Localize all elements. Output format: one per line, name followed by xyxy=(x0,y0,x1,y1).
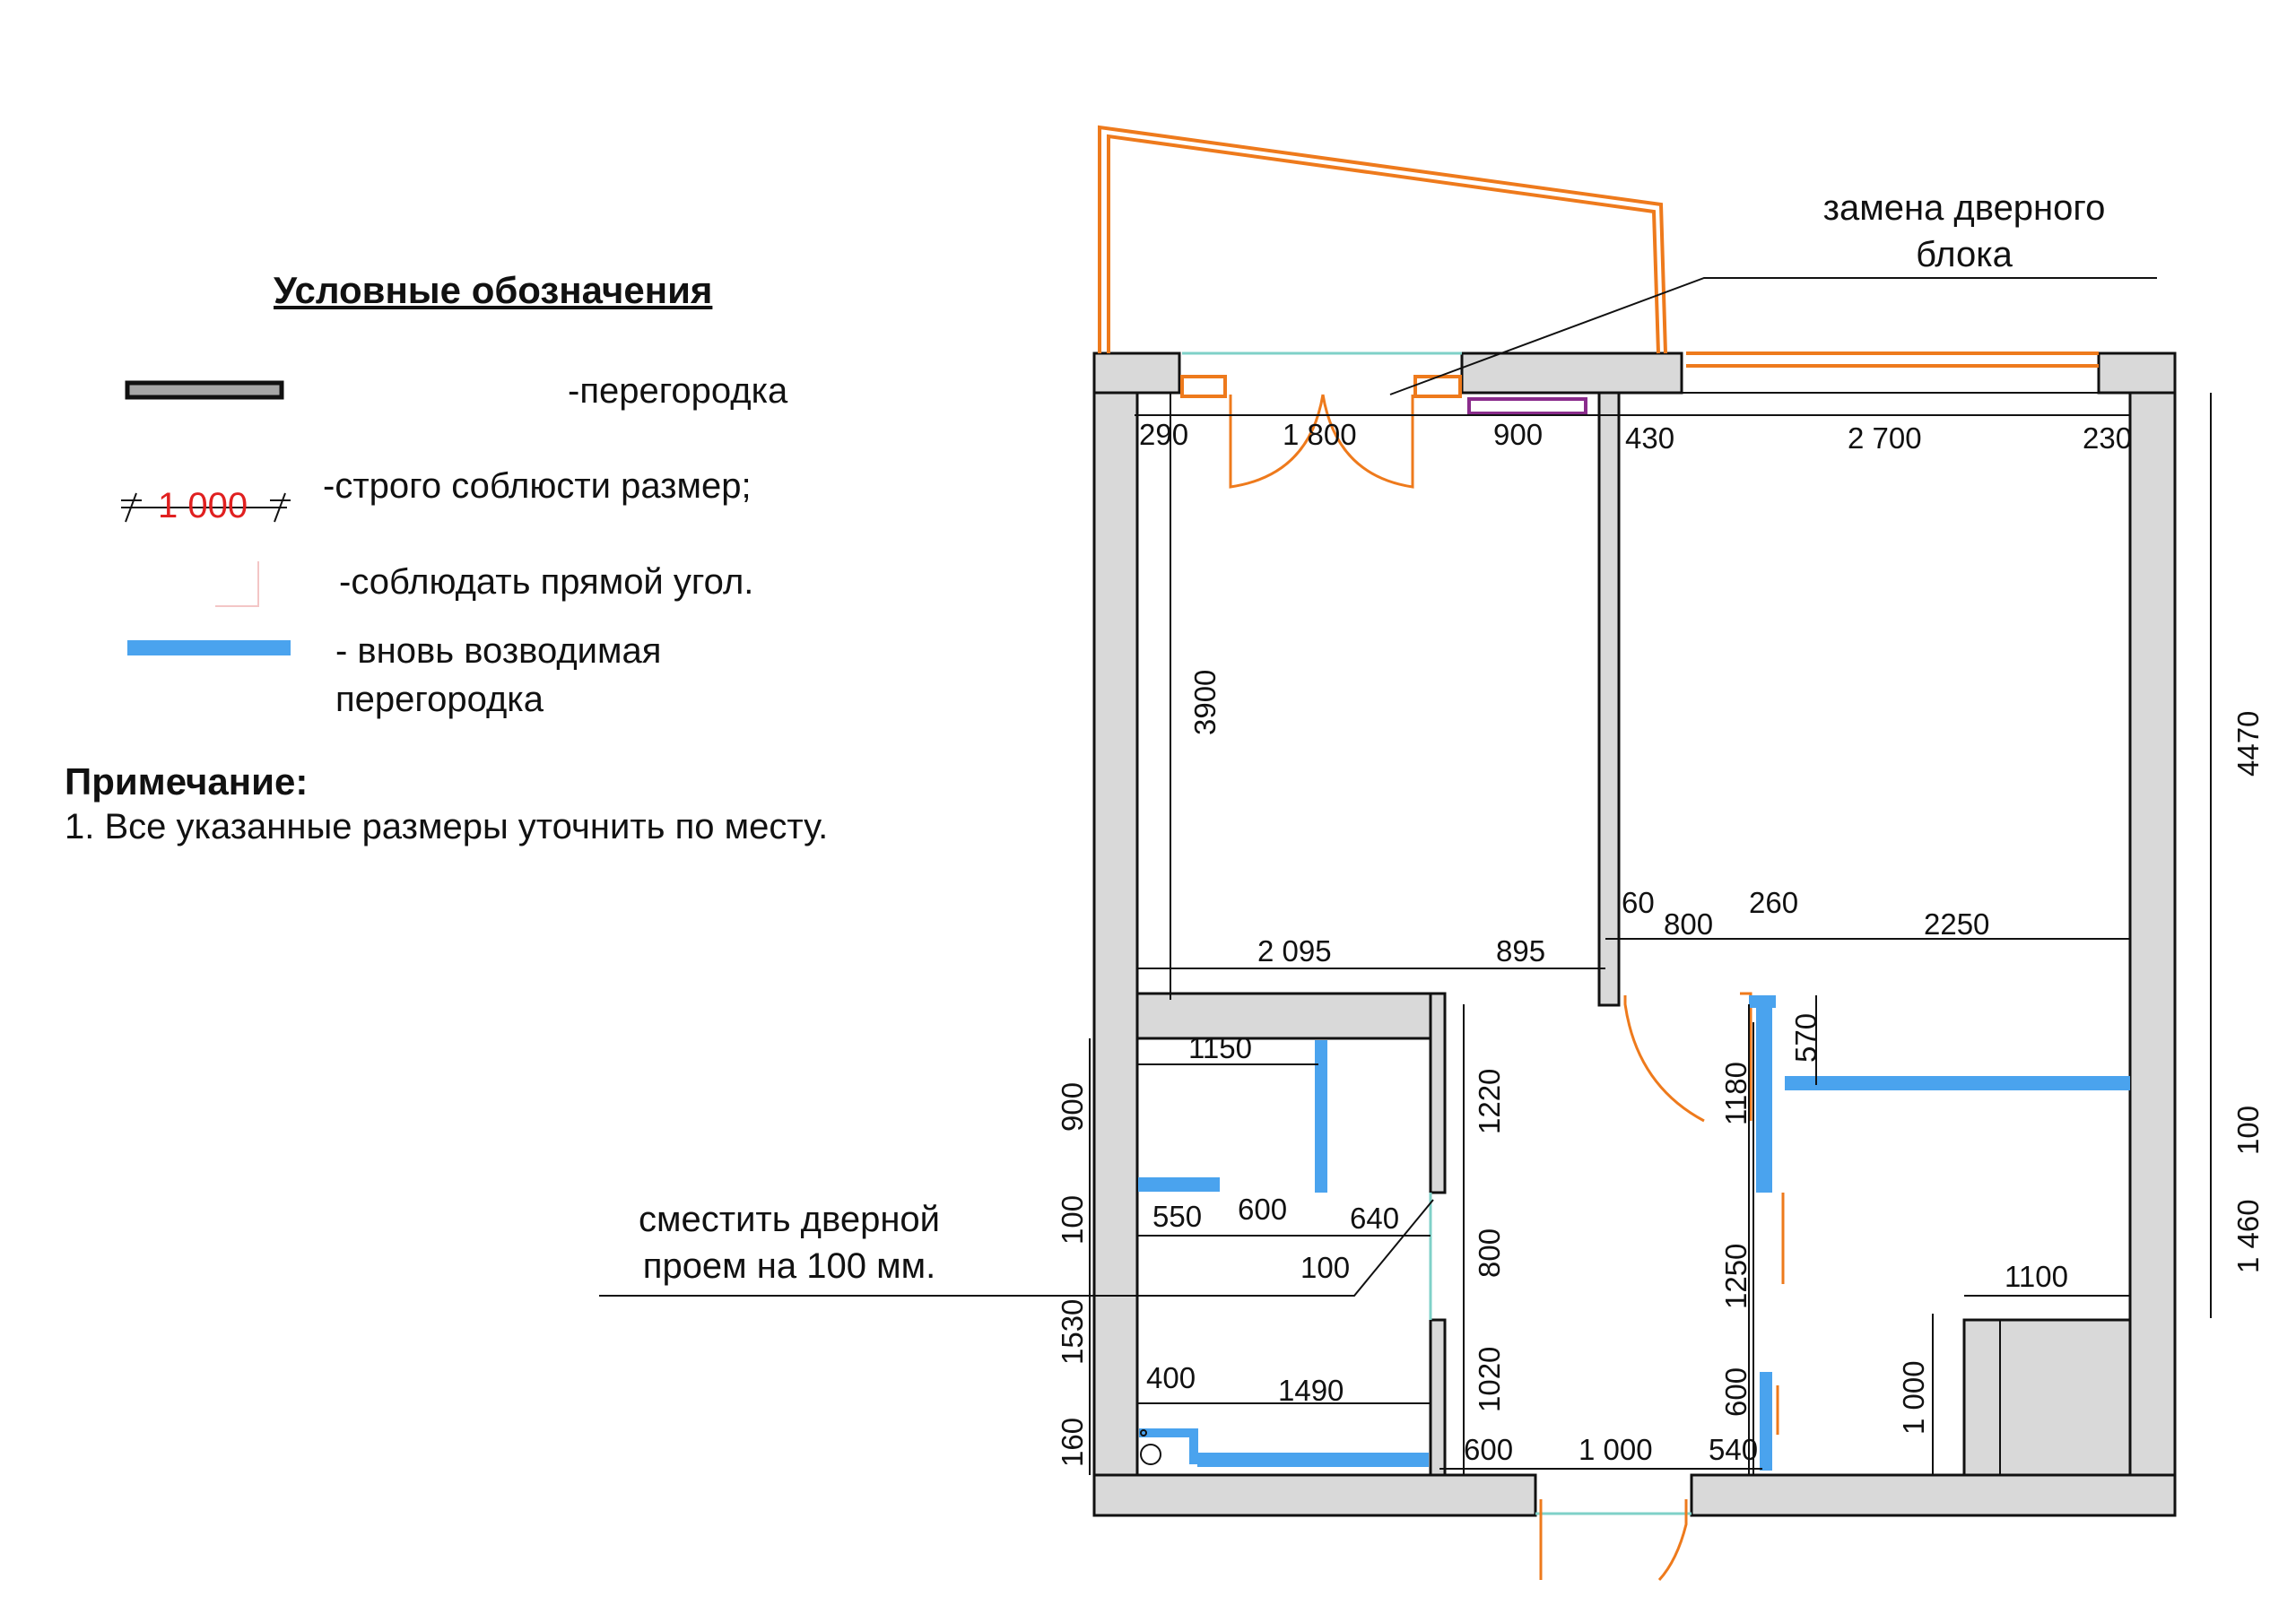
dim-1180: 1180 xyxy=(1719,1062,1752,1125)
dimension-lines xyxy=(1089,393,2212,1475)
new-partition-room-divider xyxy=(1785,1076,2130,1090)
balcony xyxy=(1098,125,2099,398)
wall-left xyxy=(1092,352,1139,1517)
legend-right-angle-label: -соблюдать прямой угол. xyxy=(339,562,754,602)
sliding-door xyxy=(1776,1193,1785,1435)
wall-bottom-right xyxy=(1690,1473,2177,1517)
callout-door-shift: сместить дверной проем на 100 мм. xyxy=(592,1196,987,1289)
dim-right-1460: 1 460 xyxy=(2231,1199,2265,1273)
dim-left-100: 100 xyxy=(1056,1195,1089,1245)
callout-door-shift-line2: проем на 100 мм. xyxy=(642,1246,936,1286)
kitchen-block xyxy=(1962,1318,2132,1477)
dim-top-2700: 2 700 xyxy=(1848,421,1922,455)
new-partition-bath-vertical xyxy=(1315,1040,1327,1193)
wall-bathroom-right-lower xyxy=(1429,1318,1447,1477)
dim-kitchen-1000: 1 000 xyxy=(1897,1360,1930,1435)
balcony-door-left xyxy=(1229,394,1325,489)
legend-strict-size-label: -строго соблюсти размер; xyxy=(323,466,752,506)
dim-260: 260 xyxy=(1749,886,1798,919)
note-title: Примечание: xyxy=(65,760,309,803)
legend-new-partition-label-2: перегородка xyxy=(335,680,544,719)
dim-1490: 1490 xyxy=(1278,1374,1344,1407)
wall-bottom-left xyxy=(1092,1473,1537,1517)
dim-895: 895 xyxy=(1496,934,1545,968)
hall-door-upper xyxy=(1740,992,1752,1121)
legend-strict-size-sample: 1 000 xyxy=(158,486,248,525)
dim-60: 60 xyxy=(1622,886,1655,919)
dim-top-430: 430 xyxy=(1625,421,1674,455)
radiator xyxy=(1467,397,1587,415)
dim-1220: 1220 xyxy=(1473,1069,1506,1134)
dim-800: 800 xyxy=(1664,907,1713,941)
entry-door-right xyxy=(1657,1499,1688,1582)
dim-600: 600 xyxy=(1238,1193,1287,1226)
dim-1020: 1020 xyxy=(1473,1347,1506,1412)
dim-bath-100: 100 xyxy=(1300,1251,1350,1284)
wall-right xyxy=(2128,352,2177,1517)
callout-door-shift-line1: сместить дверной xyxy=(639,1200,940,1239)
callout-door-replace-line1: замена дверного xyxy=(1822,188,2106,228)
balcony-door-right xyxy=(1321,394,1414,489)
dim-570: 570 xyxy=(1789,1013,1822,1063)
note-text: 1. Все указанные размеры уточнить по мес… xyxy=(65,807,829,846)
dim-right-100: 100 xyxy=(2231,1106,2265,1155)
new-partition-hall-top xyxy=(1749,995,1776,1008)
legend-right-angle-symbol xyxy=(215,561,259,607)
room-outlines xyxy=(1136,392,2130,1475)
dim-top-230: 230 xyxy=(2083,421,2132,455)
legend-partition-symbol xyxy=(125,380,284,400)
legend-new-partition-symbol xyxy=(127,640,291,655)
dim-2095: 2 095 xyxy=(1257,934,1332,968)
toilet-icon xyxy=(1140,1429,1161,1465)
dim-left-900: 900 xyxy=(1056,1082,1089,1132)
dim-550: 550 xyxy=(1152,1200,1202,1233)
dim-bottom-1000: 1 000 xyxy=(1578,1433,1653,1466)
dim-2250: 2250 xyxy=(1924,907,1989,941)
dim-4470: 4470 xyxy=(2231,711,2265,777)
legend-title: Условные обозначения xyxy=(274,269,713,311)
legend-new-partition-label-1: - вновь возводимая xyxy=(335,631,662,671)
dim-corr-800: 800 xyxy=(1473,1228,1506,1278)
walls xyxy=(1092,352,2177,1517)
legend-strict-dimension-symbol xyxy=(121,492,291,523)
wall-top-right xyxy=(2097,352,2177,395)
new-partition-bath-bottom xyxy=(1197,1453,1429,1467)
leader-lines xyxy=(599,277,2157,1297)
wall-between-rooms xyxy=(1135,992,1432,1040)
dim-bottom-540: 540 xyxy=(1709,1433,1758,1466)
wall-bathroom-right-upper xyxy=(1429,992,1447,1194)
dim-1100: 1100 xyxy=(2005,1260,2068,1293)
doors xyxy=(1229,394,1785,1582)
callout-door-replace: замена дверного блока xyxy=(1776,185,2152,278)
glazing xyxy=(1182,352,1692,1515)
dim-left-160: 160 xyxy=(1056,1418,1089,1467)
wall-top-mid xyxy=(1460,352,1683,395)
new-partitions xyxy=(1137,995,2130,1471)
new-partition-bath-short xyxy=(1137,1177,1220,1192)
dim-400: 400 xyxy=(1146,1361,1196,1394)
new-partition-bath-corner-v xyxy=(1189,1428,1198,1464)
dim-1150: 1150 xyxy=(1188,1031,1252,1064)
dim-hall-600: 600 xyxy=(1719,1367,1752,1417)
new-partition-bath-corner xyxy=(1139,1428,1197,1437)
new-partition-hall-lower xyxy=(1760,1372,1772,1471)
hall-door-swing xyxy=(1623,995,1705,1123)
dim-left-1530: 1530 xyxy=(1056,1299,1089,1365)
dim-1250: 1250 xyxy=(1719,1244,1752,1309)
wall-top-left xyxy=(1092,352,1181,395)
dim-3900: 3900 xyxy=(1188,670,1222,735)
dim-top-900: 900 xyxy=(1493,418,1543,451)
dim-top-290: 290 xyxy=(1139,418,1188,451)
dim-top-1800: 1 800 xyxy=(1283,418,1357,451)
wall-central xyxy=(1597,391,1621,1007)
legend-partition-label: -перегородка xyxy=(568,371,788,411)
dim-bottom-600: 600 xyxy=(1464,1433,1513,1466)
callout-door-replace-line2: блока xyxy=(1916,235,2013,274)
dim-640: 640 xyxy=(1350,1202,1399,1235)
new-partition-hall-vertical xyxy=(1756,998,1772,1193)
